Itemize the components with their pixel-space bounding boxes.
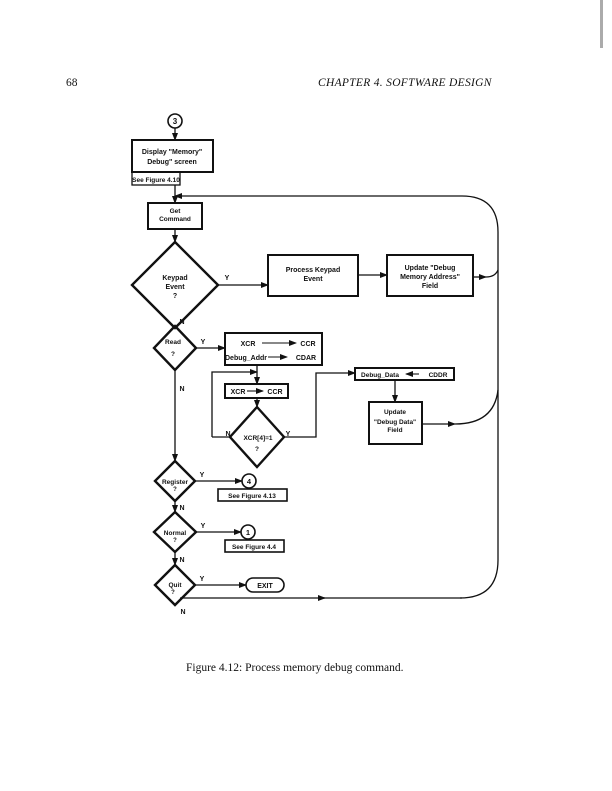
normal-ref-text: See Figure 4.4 [232, 544, 276, 551]
keypad-no-label: N [179, 319, 184, 326]
scan-artifact [600, 0, 603, 48]
register-no-label: N [179, 505, 184, 512]
read-box-xcr: XCR [241, 341, 256, 348]
read-line1: Read [165, 339, 181, 346]
connector-4 [241, 473, 257, 489]
normal-no-label: N [179, 557, 184, 564]
normal-ref-box [224, 539, 285, 553]
page-number: 68 [66, 77, 78, 89]
quit-line2: ? [171, 590, 175, 596]
display-ref-text: See Figure 4.10 [132, 177, 180, 184]
arrow [284, 370, 356, 438]
display-box-line1: Display "Memory" [142, 149, 202, 156]
figure-caption: Figure 4.12: Process memory debug comman… [186, 662, 404, 674]
update-address-line1: Update "Debug [405, 265, 456, 272]
loop-back-line [174, 193, 499, 258]
quit-no-label: N [180, 609, 185, 616]
get-command-line2: Command [159, 216, 191, 223]
xcr-box-right: CCR [267, 389, 282, 396]
read-decision [152, 324, 198, 372]
xcr-decision-line2: ? [255, 446, 259, 453]
merge-curve [454, 389, 499, 425]
keypad-line1: Keypad [162, 275, 187, 282]
normal-line1: Normal [164, 530, 187, 537]
update-data-line2: "Debug Data" [374, 419, 416, 426]
connector-4-label: 4 [247, 477, 252, 486]
process-keypad-line2: Event [303, 276, 323, 283]
update-data-line3: Field [387, 427, 402, 434]
read-transfer-box [224, 332, 323, 366]
quit-yes-label: Y [200, 576, 205, 583]
quit-line1: Quit [169, 582, 183, 589]
read-yes-label: Y [201, 339, 206, 346]
xcr-decision-line1: XCR[4]=1 [243, 435, 272, 442]
display-ref-box [131, 171, 181, 186]
display-box-line2: Debug" screen [147, 159, 197, 166]
debug-data-left: Debug_Data [361, 372, 399, 379]
debug-data-box [354, 367, 455, 381]
process-keypad-line1: Process Keypad [286, 267, 340, 274]
read-line2: ? [171, 351, 175, 358]
read-box-cdar: CDAR [296, 355, 316, 362]
update-address-line2: Memory Address" [400, 274, 460, 281]
exit-terminator [245, 577, 285, 593]
update-address-line3: Field [422, 283, 438, 290]
right-return-line [459, 258, 499, 599]
xcr-bit-decision [228, 405, 286, 469]
start-connector-label: 3 [173, 117, 178, 126]
xcr-yes-label: Y [286, 431, 291, 438]
read-box-ccr: CCR [300, 341, 315, 348]
chapter-header: CHAPTER 4. SOFTWARE DESIGN [318, 77, 492, 89]
read-no-label: N [179, 386, 184, 393]
poll-loop-line [211, 369, 258, 437]
keypad-line3: ? [173, 293, 177, 300]
keypad-line2: Event [165, 284, 185, 291]
exit-label: EXIT [257, 583, 273, 590]
debug-data-right: CDDR [429, 372, 448, 379]
register-ref-text: See Figure 4.13 [228, 493, 276, 500]
connector-1-label: 1 [246, 528, 250, 537]
get-command-line1: Get [170, 208, 182, 215]
update-data-line1: Update [384, 409, 406, 416]
register-ref-box [217, 488, 288, 502]
register-line2: ? [173, 487, 177, 493]
quit-decision [153, 563, 197, 607]
update-data-box [368, 401, 423, 445]
normal-line2: ? [173, 538, 177, 544]
display-screen-box [131, 139, 214, 173]
update-address-box [386, 254, 474, 297]
merge-curve [485, 269, 499, 278]
read-box-debug-addr: Debug_Addr [225, 355, 267, 362]
xcr-no-label: N [225, 431, 230, 438]
register-yes-label: Y [200, 472, 205, 479]
register-line1: Register [162, 479, 188, 486]
connector-1 [240, 524, 256, 540]
xcr-box-left: XCR [231, 389, 246, 396]
keypad-yes-label: Y [225, 275, 230, 282]
normal-yes-label: Y [201, 523, 206, 530]
